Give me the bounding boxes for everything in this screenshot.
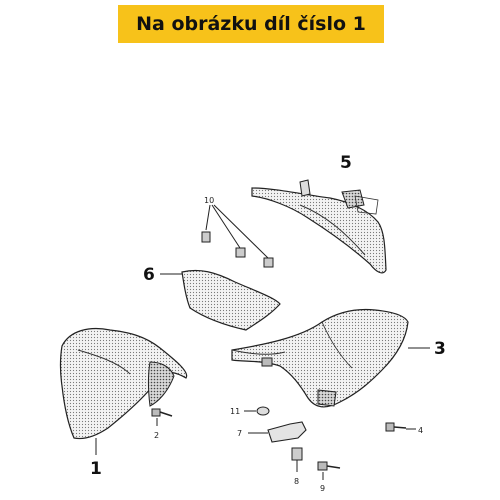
part-1-front-fender [59, 327, 188, 455]
part-3-rear-cover [231, 308, 430, 408]
part-11-nut [244, 406, 270, 416]
callout-5: 5 [340, 153, 352, 173]
callout-1: 1 [90, 459, 102, 479]
callout-3: 3 [434, 339, 446, 359]
callout-11: 11 [230, 407, 240, 416]
part-10-screws [201, 204, 274, 268]
callout-6: 6 [143, 265, 155, 285]
callout-9: 9 [320, 484, 325, 493]
title-banner: Na obrázku díl číslo 1 [118, 5, 384, 43]
callout-7: 7 [237, 429, 242, 438]
callout-4: 4 [418, 426, 423, 435]
part-9-screw [317, 461, 341, 480]
banner-text: Na obrázku díl číslo 1 [136, 13, 366, 35]
part-4-screw [385, 422, 416, 432]
part-2-bolt [151, 408, 173, 426]
callout-10: 10 [204, 196, 214, 205]
part-7-bracket [248, 421, 307, 443]
part-8-clip [291, 447, 303, 472]
part-5-side-cover [251, 179, 387, 274]
callout-2: 2 [154, 431, 159, 440]
part-6-inner-cover [160, 269, 281, 331]
callout-8: 8 [294, 477, 299, 486]
